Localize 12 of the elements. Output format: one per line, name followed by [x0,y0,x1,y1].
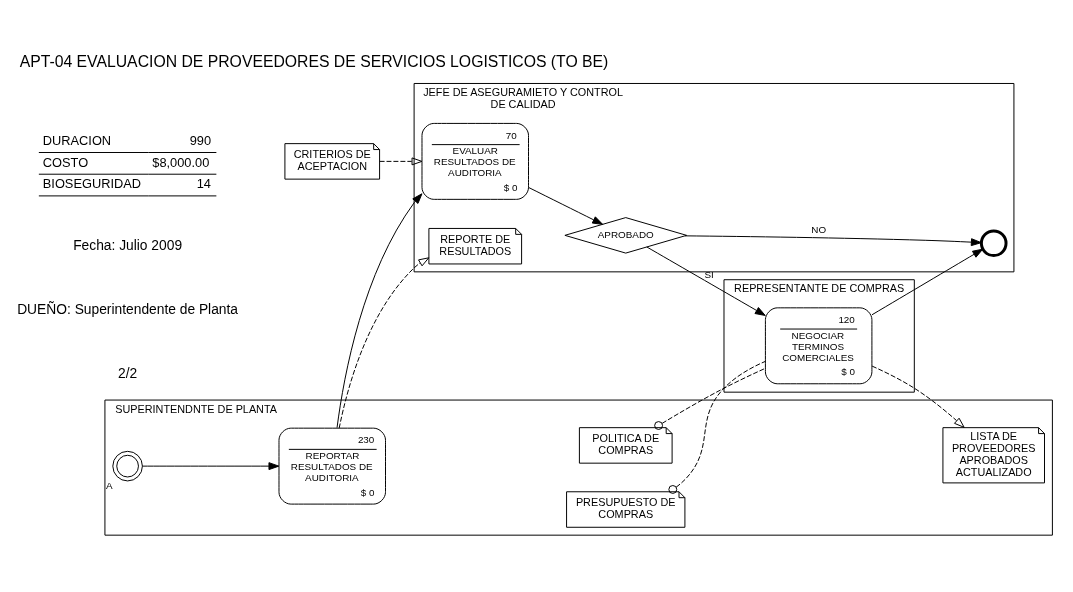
node-label: A [106,479,113,491]
label: $8,000.00 [152,154,210,170]
diagram-title: APT-04 EVALUACION DE PROVEEDORES DE SERVICIOS LOGISTICOS (TO BE) [19,52,609,70]
label: Fecha: Julio 2009 [73,237,183,253]
label: DUEÑO: Superintendente de Planta [17,301,239,317]
label: COSTO [42,154,89,170]
label: DURACION [42,132,112,148]
label: BIOSEGURIDAD [42,175,142,191]
label: 2/2 [118,365,138,381]
edge-label: NO [811,223,827,235]
label: 14 [196,175,211,191]
label: 990 [189,132,212,148]
